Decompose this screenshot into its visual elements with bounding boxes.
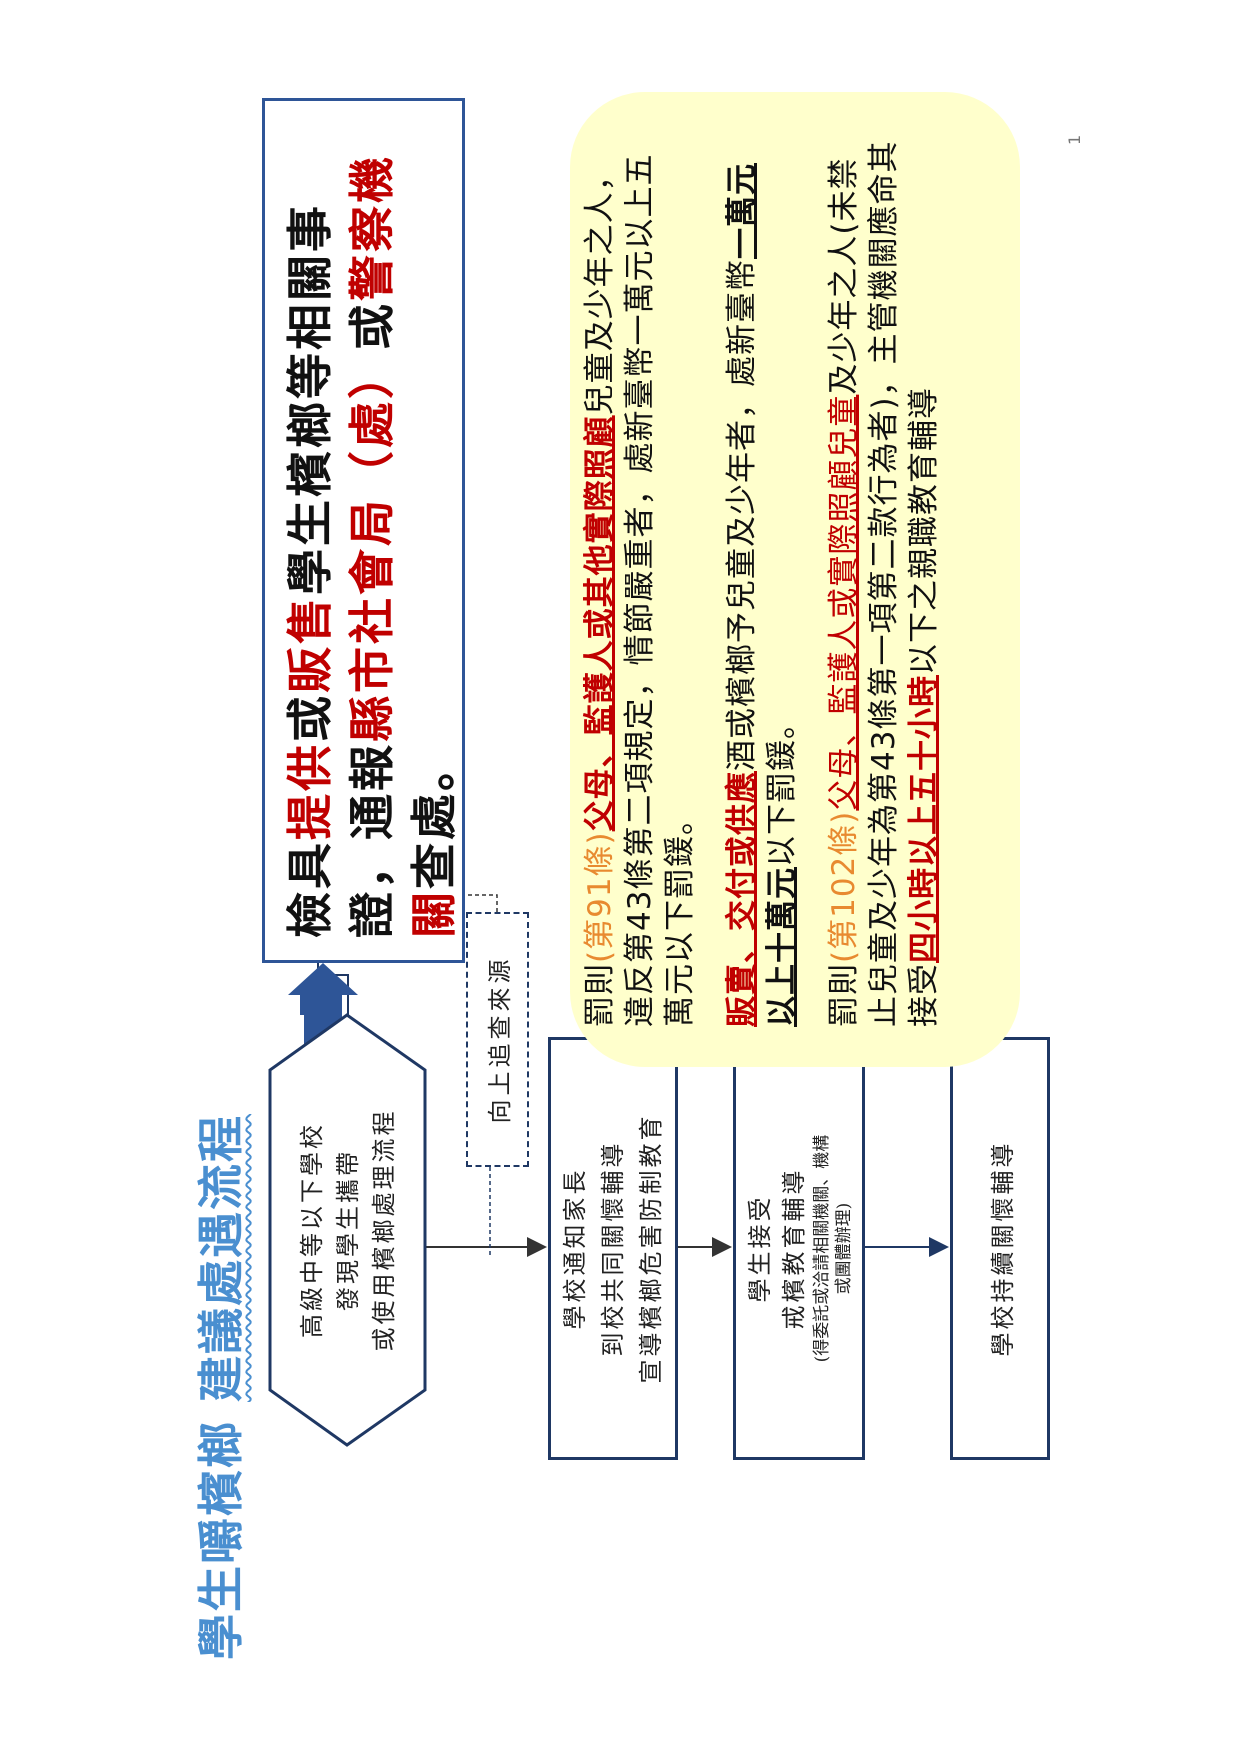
penalty-102-ref: (第102條): [826, 810, 862, 963]
step2-box: 學生接受 戒檳教育輔導 (得委託或洽請相關機關、機構 或團體辦理): [733, 1037, 865, 1460]
step3-label: 學校持續關懷輔導: [988, 1140, 1017, 1357]
step2-note-1: (得委託或洽請相關機關、機構: [812, 1134, 832, 1363]
penalty-102: 罰則(第102條)父母、監護人或實際照顧兒童及少年之人(未禁止兒童及少年為第43…: [824, 132, 944, 1027]
step2-note-2: 或團體辦理): [834, 1202, 854, 1295]
start-line-1: 高級中等以下學校: [297, 1122, 326, 1338]
step1-line-3: 宣導檳榔危害防制教育: [637, 1113, 665, 1384]
penalty-sell-text-1: 酒或檳榔予兒童及少年者，處新臺幣: [724, 259, 760, 771]
penalty-91-prefix: 罰則: [582, 963, 618, 1027]
step2-line-2: 戒檳教育輔導: [780, 1167, 808, 1330]
penalty-102-prefix: 罰則: [826, 963, 862, 1027]
penalty-sell: 販賣、交付或供應酒或檳榔予兒童及少年者，處新臺幣一萬元以上十萬元以下罰鍰。: [722, 132, 802, 1027]
start-node: 高級中等以下學校 發現學生攜帶 或使用檳榔處理流程: [270, 1015, 425, 1445]
start-line-2: 發現學生攜帶: [333, 1149, 362, 1311]
report-text-1: 檢具: [283, 840, 337, 938]
trace-label: 向上追查來源: [486, 955, 514, 1124]
step2-line-1: 學生接受: [746, 1194, 774, 1303]
report-text-or-2: 或: [345, 301, 399, 350]
start-hexagon: [268, 1013, 427, 1447]
report-social-bureau: 縣市社會局（處）: [345, 350, 399, 742]
report-text-3: 查處。: [407, 742, 461, 889]
penalty-sell-text-2: 以下罰鍰。: [764, 707, 800, 867]
penalty-102-hours: 四小時以上五十小時: [906, 675, 942, 963]
penalty-note: 罰則(第91條)父母、監護人或其他實際照顧兒童及少年之人，違反第43條第二項規定…: [570, 92, 1020, 1067]
penalty-sell-subject: 販賣、交付或供應: [724, 771, 760, 1027]
trace-source-box: 向上追查來源: [466, 912, 529, 1167]
step1-line-2: 到校共同關懷輔導: [599, 1140, 627, 1357]
page-number: 1: [1065, 134, 1084, 145]
penalty-91-ref: (第91條): [582, 831, 618, 963]
penalty-102-text-2: 以下之親職教育輔導: [906, 387, 942, 675]
start-line-3: 或使用檳榔處理流程: [369, 1108, 398, 1352]
penalty-91-subject: 父母、監護人或其他實際照顧: [582, 415, 618, 832]
report-text-or-1: 或: [283, 693, 337, 742]
step1-box: 學校通知家長 到校共同關懷輔導 宣導檳榔危害防制教育: [548, 1037, 678, 1460]
step1-line-1: 學校通知家長: [561, 1167, 589, 1330]
step3-box: 學校持續關懷輔導: [950, 1037, 1050, 1460]
penalty-91: 罰則(第91條)父母、監護人或其他實際照顧兒童及少年之人，違反第43條第二項規定…: [580, 132, 700, 1027]
report-provide: 提供: [283, 742, 337, 840]
report-box: 檢具提供或販售學生檳榔等相關事證，通報縣市社會局（處）或警察機關查處。: [262, 98, 465, 963]
report-sell: 販售: [283, 595, 337, 693]
penalty-102-subject: 父母、監護人或實際照顧兒童: [826, 394, 862, 811]
